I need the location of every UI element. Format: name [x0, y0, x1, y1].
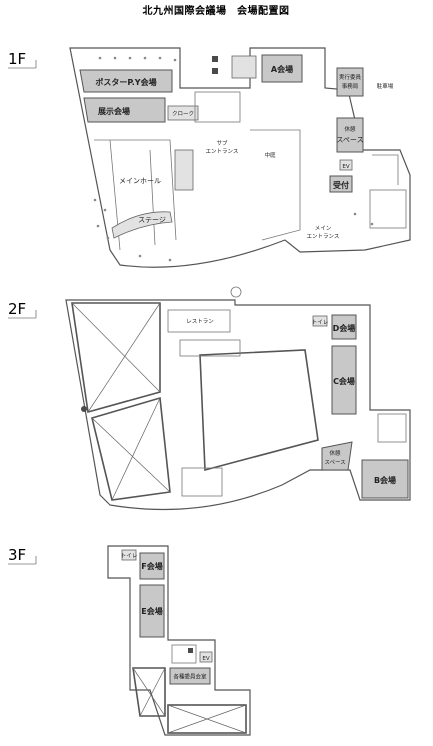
east-block-1f: [369, 189, 407, 229]
void-3f-2: [167, 704, 247, 734]
toilet-2f-label: トイレ: [312, 320, 329, 326]
south-block-2f: [181, 467, 223, 497]
toilet-3f-label: トイレ: [121, 554, 138, 560]
floor-1f: 1F ポスターP.Y会場 展示会場 クローク メインホール ステージ: [8, 47, 411, 268]
floor-label-1f: 1F: [8, 50, 26, 68]
hall-a-label: A会場: [271, 64, 293, 74]
dark-mark-1f-2: [212, 68, 218, 74]
void-upper-diag-1: [71, 302, 161, 393]
lounge-1f-label-1: 休憩: [344, 125, 356, 133]
poster-hall[interactable]: [79, 69, 173, 93]
elevator-1f: [339, 159, 353, 171]
sub-entrance-label-1: サブ: [216, 139, 228, 147]
landscape-dots-1f: [93, 56, 374, 262]
void-lower-diag-1: [91, 417, 171, 493]
hall-c[interactable]: [331, 345, 357, 415]
floor-label-underline-2f: [8, 310, 37, 319]
hall-c-label: C会場: [333, 376, 355, 386]
hall-b[interactable]: [361, 459, 409, 499]
lounge-2f-label-1: 休憩: [329, 449, 341, 457]
map-title: 北九州国際会議場 会場配置図: [143, 4, 290, 17]
void-lower-diag-2: [111, 397, 161, 501]
stair-block-3f: [171, 644, 197, 664]
exhibit-hall[interactable]: [83, 97, 166, 123]
floor-label-3f: 3F: [8, 546, 26, 564]
void-upper-diag-2: [87, 302, 161, 413]
toilet-2f: [312, 315, 328, 327]
restaurant[interactable]: [167, 309, 231, 333]
ev-label-1f: EV: [342, 164, 349, 170]
hall-a[interactable]: [261, 54, 303, 83]
committee-room[interactable]: [169, 667, 211, 685]
void-3f-1-diag-2: [139, 667, 166, 717]
corridor-block-1f: [174, 149, 194, 191]
lounge-1f-label-2: スペース: [336, 136, 363, 144]
office-label-1: 実行委員: [339, 73, 362, 81]
poster-hall-label: ポスターP.Y会場: [95, 77, 156, 87]
main-entrance-label-2: エントランス: [307, 233, 340, 240]
stage-label: ステージ: [138, 216, 166, 224]
hall-d-label: D会場: [333, 323, 356, 333]
east-stairs-2f: [377, 413, 407, 443]
void-3f-1-diag-1: [132, 667, 166, 717]
hall-b-label: B会場: [374, 475, 396, 485]
east-stairs-1f: [372, 154, 399, 185]
hall-d[interactable]: [331, 314, 357, 340]
floor-label-2f: 2F: [8, 300, 26, 318]
lobby-block-1f: [194, 91, 241, 123]
floor-2f: 2F レストラン トイレ D会場 C会場 休憩 スペース B会場: [8, 286, 411, 511]
hall-e-label: E会場: [141, 606, 162, 616]
building-outline-3f: [107, 545, 251, 736]
reception-label: 受付: [333, 180, 349, 190]
dark-mark-3f: [188, 648, 193, 653]
central-lobby-2f: [179, 339, 241, 357]
office-label-2: 事務局: [342, 82, 359, 90]
main-entrance-label-1: メイン: [315, 226, 332, 232]
hall-f-label: F会場: [141, 561, 162, 571]
reception-desk[interactable]: [329, 175, 353, 193]
restaurant-label: レストラン: [186, 318, 214, 325]
hall-e[interactable]: [139, 584, 165, 638]
lounge-1f[interactable]: [336, 117, 364, 153]
courtyard-edge: [250, 129, 301, 241]
stage-area: [111, 211, 173, 239]
ev-label-3f: EV: [202, 656, 209, 662]
cloak-label: クローク: [172, 111, 194, 118]
cloak-room[interactable]: [167, 105, 199, 121]
floor-label-underline-1f: [8, 60, 37, 69]
toilet-block-1f: [231, 55, 257, 79]
floor-label-underline-3f: [8, 556, 37, 565]
toilet-3f: [121, 549, 137, 561]
parking-label: 駐車場: [377, 82, 394, 90]
void-3f-2-diag-2: [167, 704, 247, 734]
lounge-2f[interactable]: [321, 441, 353, 471]
north-round-2f: [230, 286, 242, 298]
secretariat-office[interactable]: [336, 67, 364, 97]
dark-mark-1f-1: [212, 56, 218, 62]
dark-node-2f: [81, 406, 87, 412]
hall-f[interactable]: [139, 552, 165, 580]
main-hall-label: メインホール: [119, 177, 161, 185]
exhibit-hall-label: 展示会場: [97, 106, 130, 116]
sub-entrance-label-2: エントランス: [206, 148, 239, 155]
floor-3f: 3F トイレ F会場 E会場 EV 各種委員会室: [8, 545, 251, 736]
committee-room-label: 各種委員会室: [173, 673, 207, 681]
courtyard-label: 中庭: [264, 151, 276, 159]
building-outline-2f: [65, 299, 411, 511]
elevator-3f: [199, 651, 213, 663]
central-room-2f: [199, 349, 319, 472]
lounge-2f-label-2: スペース: [324, 459, 345, 466]
